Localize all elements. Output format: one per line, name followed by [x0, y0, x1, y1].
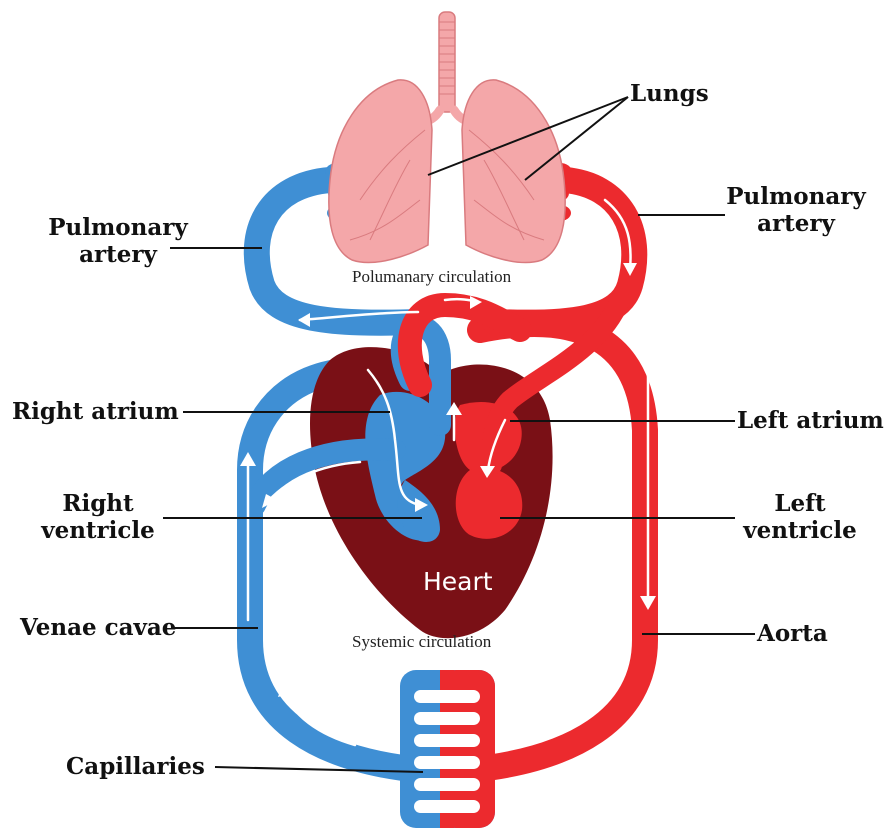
- trachea: [425, 12, 469, 122]
- right-ventricle-label-line1: Right: [28, 490, 168, 517]
- right-lung: [462, 80, 565, 263]
- lungs-label: Lungs: [630, 80, 709, 107]
- systemic-circulation-caption: Systemic circulation: [352, 632, 491, 652]
- left-ventricle-label-line1: Left: [730, 490, 870, 517]
- pulmonary-artery-right-label-line1: Pulmonary: [716, 183, 876, 210]
- heart-caption: Heart: [423, 567, 493, 596]
- left-atrium-label: Left atrium: [737, 407, 884, 434]
- pulmonary-artery-left-label-line1: Pulmonary: [38, 214, 198, 241]
- right-ventricle-label: Right ventricle: [28, 490, 168, 544]
- left-lung: [329, 80, 432, 263]
- pulmonary-artery-right-label: Pulmonary artery: [716, 183, 876, 237]
- capillaries-label: Capillaries: [66, 753, 205, 780]
- pulmonary-artery-left-label-line2: artery: [38, 241, 198, 268]
- right-atrium-label: Right atrium: [12, 398, 179, 425]
- venae-cavae-label: Venae cavae: [20, 614, 176, 641]
- pulmonary-circulation-caption: Polumanary circulation: [352, 267, 511, 287]
- left-ventricle-label-line2: ventricle: [730, 517, 870, 544]
- pulmonary-artery-left-label: Pulmonary artery: [38, 214, 198, 268]
- right-ventricle-label-line2: ventricle: [28, 517, 168, 544]
- aorta-label: Aorta: [757, 620, 828, 647]
- capillary-bed: [400, 670, 495, 828]
- pulmonary-artery-right-label-line2: artery: [716, 210, 876, 237]
- left-ventricle-label: Left ventricle: [730, 490, 870, 544]
- arrowhead-capillary-return: [278, 682, 292, 697]
